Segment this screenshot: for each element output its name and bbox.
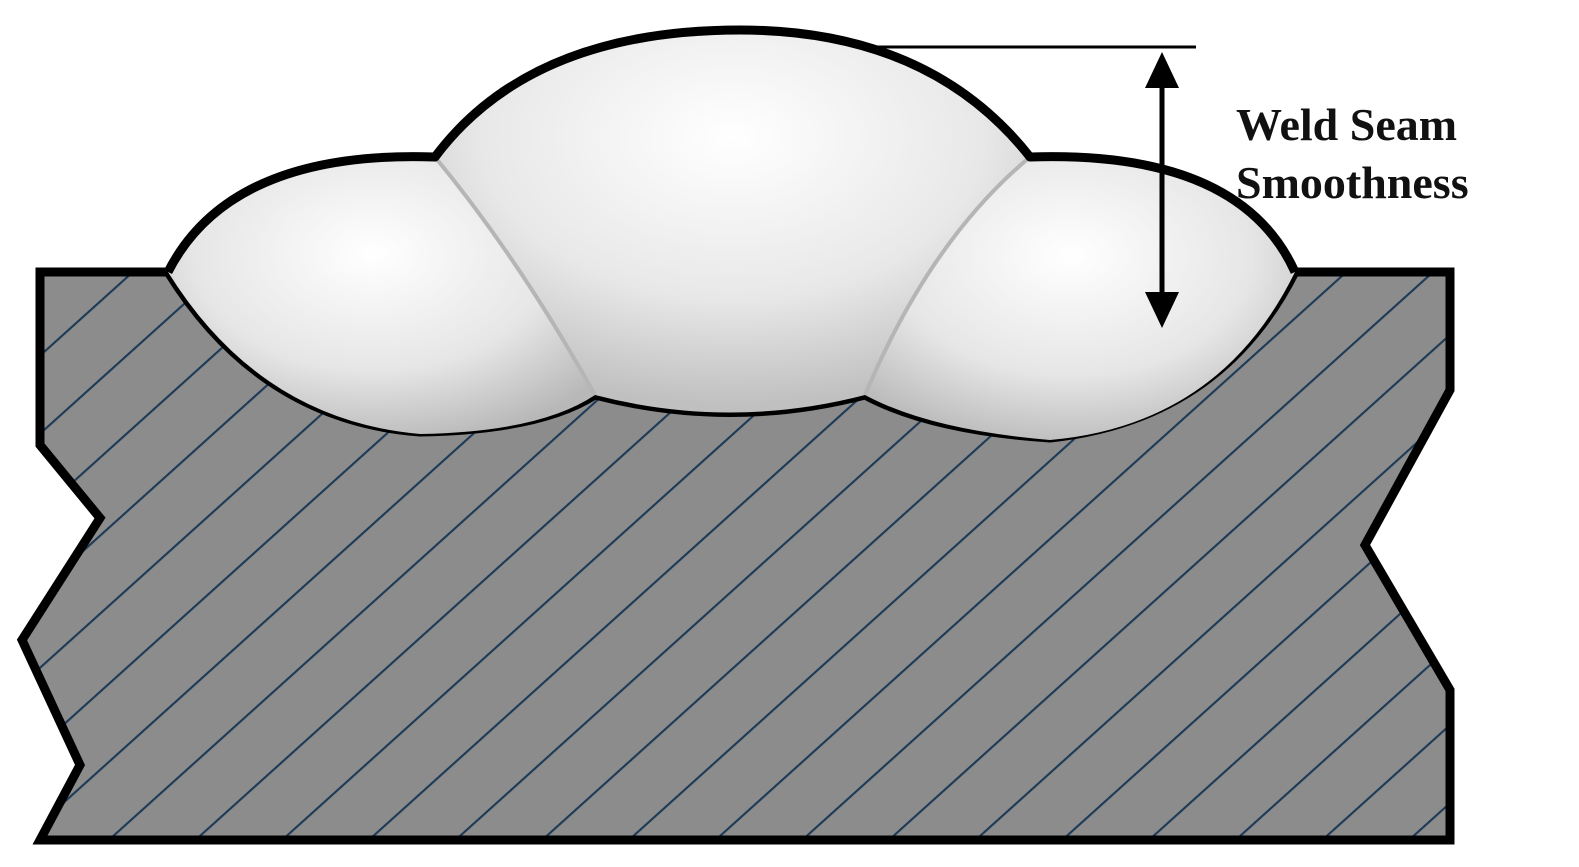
- weld-bead-left: [168, 156, 595, 434]
- bead-seams: [433, 155, 1032, 396]
- weld-bead-center: [435, 30, 1030, 413]
- weld-seam-smoothness-label: Weld Seam Smoothness: [1236, 96, 1469, 212]
- dimension-arrow: [1145, 52, 1179, 328]
- label-line-1: Weld Seam: [1236, 99, 1458, 150]
- label-line-2: Smoothness: [1236, 157, 1469, 208]
- weld-outline: [163, 25, 1300, 275]
- weld-bead-right: [865, 156, 1295, 440]
